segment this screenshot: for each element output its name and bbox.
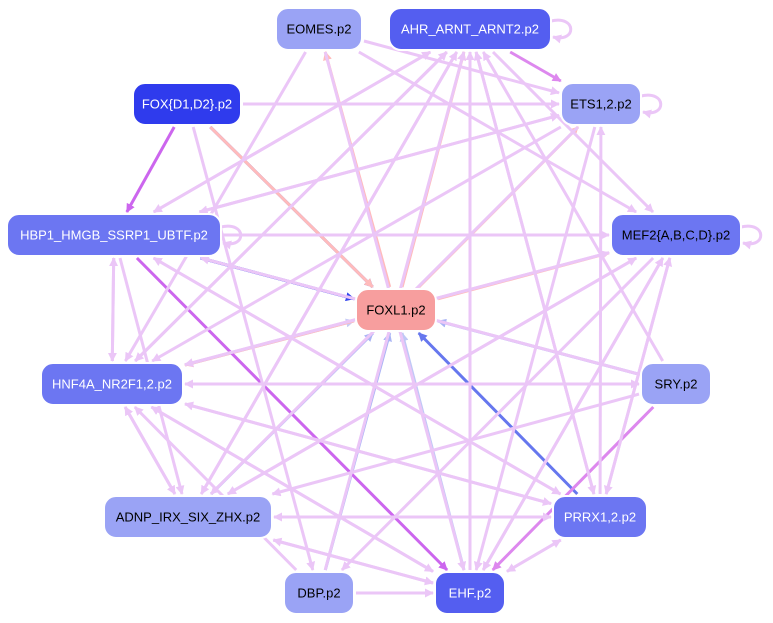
edge-ets-to-hbp1 — [198, 113, 560, 215]
edge-hnf4a-to-prrx — [184, 402, 552, 506]
node-sry[interactable]: SRY.p2 — [640, 362, 712, 406]
edge-dbp-to-hnf4a — [133, 405, 298, 572]
node-label: PRRX1,2.p2 — [564, 510, 636, 525]
edge-prrx-to-mef2 — [604, 257, 673, 495]
self-loop-ahr — [550, 18, 573, 44]
node-box — [275, 7, 363, 51]
edge-ets-to-ehf — [473, 126, 597, 571]
edge-ahr-to-hbp1 — [152, 50, 432, 214]
edge-adnp-to-mef2 — [227, 256, 637, 496]
node-box — [552, 495, 648, 539]
node-hnf4a[interactable]: HNF4A_NR2F1,2.p2 — [40, 362, 184, 406]
node-label: FOX{D1,D2}.p2 — [142, 97, 232, 112]
node-box — [610, 213, 742, 257]
edge-hnf4a-to-adnp — [123, 406, 177, 495]
edge-ahr-to-ets — [509, 50, 562, 83]
node-ets[interactable]: ETS1,2.p2 — [560, 82, 642, 126]
node-label: ETS1,2.p2 — [570, 97, 631, 112]
node-mef2[interactable]: MEF2{A,B,C,D}.p2 — [610, 213, 742, 257]
node-box — [355, 288, 437, 332]
node-ahr[interactable]: AHR_ARNT_ARNT2.p2 — [388, 7, 552, 51]
edge-ehf-to-mef2 — [481, 257, 665, 571]
edge-sry-to-ehf — [491, 405, 655, 572]
node-box — [560, 82, 642, 126]
node-box — [388, 7, 552, 51]
node-box — [434, 571, 506, 615]
edge-ehf-to-adnp — [272, 537, 434, 585]
edge-foxd-to-hbp1 — [125, 126, 176, 213]
node-box — [6, 213, 222, 257]
node-label: DBP.p2 — [297, 586, 340, 601]
node-prrx[interactable]: PRRX1,2.p2 — [552, 495, 648, 539]
edge-hnf4a-to-hbp1 — [109, 257, 119, 362]
node-foxl1[interactable]: FOXL1.p2 — [355, 288, 437, 332]
node-dbp[interactable]: DBP.p2 — [283, 571, 355, 615]
edge-sry-to-adnp — [271, 392, 640, 497]
edge-foxd-to-dbp — [191, 126, 316, 571]
node-box — [283, 571, 355, 615]
edge-prrx-to-hbp1 — [152, 256, 562, 496]
node-ehf[interactable]: EHF.p2 — [434, 571, 506, 615]
node-label: FOXL1.p2 — [366, 303, 425, 318]
node-box — [132, 82, 242, 126]
node-label: HBP1_HMGB_SSRP1_UBTF.p2 — [20, 228, 208, 243]
edge-prrx-to-ets — [596, 126, 606, 495]
node-hbp1[interactable]: HBP1_HMGB_SSRP1_UBTF.p2 — [6, 213, 222, 257]
node-label: EHF.p2 — [449, 586, 492, 601]
edge-ehf-to-prrx — [506, 538, 562, 573]
self-loop-ets — [640, 93, 663, 119]
node-adnp[interactable]: ADNP_IRX_SIX_ZHX.p2 — [103, 495, 273, 539]
node-foxd[interactable]: FOX{D1,D2}.p2 — [132, 82, 242, 126]
self-loop-mef2 — [740, 224, 763, 250]
node-label: SRY.p2 — [655, 377, 698, 392]
edge-ets-to-hnf4a — [151, 125, 562, 363]
edge-layer — [107, 18, 763, 598]
node-eomes[interactable]: EOMES.p2 — [275, 7, 363, 51]
node-label: MEF2{A,B,C,D}.p2 — [622, 228, 730, 243]
node-box — [103, 495, 273, 539]
node-label: HNF4A_NR2F1,2.p2 — [52, 377, 172, 392]
node-label: EOMES.p2 — [286, 22, 351, 37]
node-box — [640, 362, 712, 406]
self-loop-hbp1 — [220, 224, 243, 250]
node-label: ADNP_IRX_SIX_ZHX.p2 — [116, 510, 261, 525]
node-box — [40, 362, 184, 406]
node-label: AHR_ARNT_ARNT2.p2 — [401, 22, 539, 37]
